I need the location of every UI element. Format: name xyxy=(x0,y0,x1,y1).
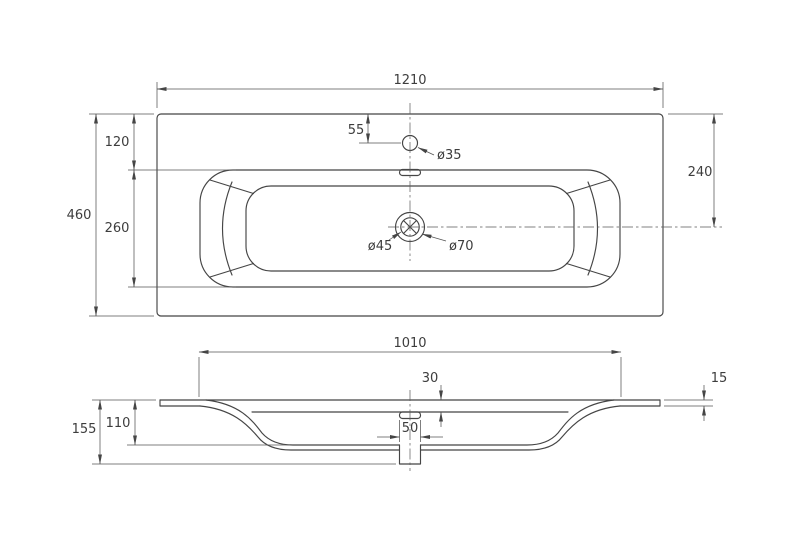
dim-text-rim-to-overflow: 30 xyxy=(422,371,439,386)
label-text-drain-flange: ø70 xyxy=(449,239,474,254)
dim-text-faucet-offset: 55 xyxy=(348,123,365,138)
dim-basin-inner-depth: 110 xyxy=(92,399,290,446)
basin-end-curve xyxy=(221,181,233,276)
dim-overall-depth: 460 xyxy=(67,113,154,317)
dim-text-basin-depth: 260 xyxy=(105,221,130,236)
dim-total-height: 155 xyxy=(72,399,396,465)
basin-corner-line xyxy=(565,262,611,278)
dim-text-overall-width: 1210 xyxy=(393,73,426,88)
dim-text-deck-depth: 120 xyxy=(105,135,130,150)
label-drain-hole: ø45 xyxy=(368,231,402,254)
dim-text-total-height: 155 xyxy=(72,422,97,437)
dim-text-rear-to-drain: 240 xyxy=(688,165,713,180)
dim-text-overall-depth: 460 xyxy=(67,208,92,223)
dim-rear-to-drain: 240 xyxy=(668,113,723,228)
dim-basin-depth: 260 xyxy=(105,169,236,288)
dim-deck-depth: 120 xyxy=(105,113,236,171)
basin-corner-line xyxy=(209,262,255,278)
leader-line xyxy=(388,231,402,241)
dim-faucet-offset: 55 xyxy=(348,113,401,144)
basin-corner-line xyxy=(209,179,255,195)
label-drain-flange: ø70 xyxy=(421,233,474,254)
dim-rim-to-overflow: 30 xyxy=(422,371,443,427)
dim-edge-height: 15 xyxy=(664,371,727,421)
dim-overall-width: 1210 xyxy=(156,73,664,108)
dim-text-basin-inner-depth: 110 xyxy=(106,416,131,431)
label-text-drain-hole: ø45 xyxy=(368,239,393,254)
basin-end-curve xyxy=(587,181,599,276)
top-view: 1210 460 120 260 240 xyxy=(67,73,723,317)
label-faucet-hole: ø35 xyxy=(417,147,462,163)
label-text-faucet-hole: ø35 xyxy=(437,148,462,163)
leader-line xyxy=(417,147,435,156)
section-view: 1010 30 15 110 155 xyxy=(72,336,727,471)
leader-line xyxy=(421,233,447,242)
bowl-outer-profile xyxy=(199,405,621,451)
bowl-inner-profile xyxy=(205,399,615,446)
dim-text-overflow-width: 50 xyxy=(402,421,419,436)
dim-text-edge-height: 15 xyxy=(711,371,728,386)
dim-text-basin-width: 1010 xyxy=(393,336,426,351)
dim-overflow-width: 50 xyxy=(377,420,443,442)
basin-corner-line xyxy=(565,179,611,195)
dim-basin-width: 1010 xyxy=(198,336,622,397)
